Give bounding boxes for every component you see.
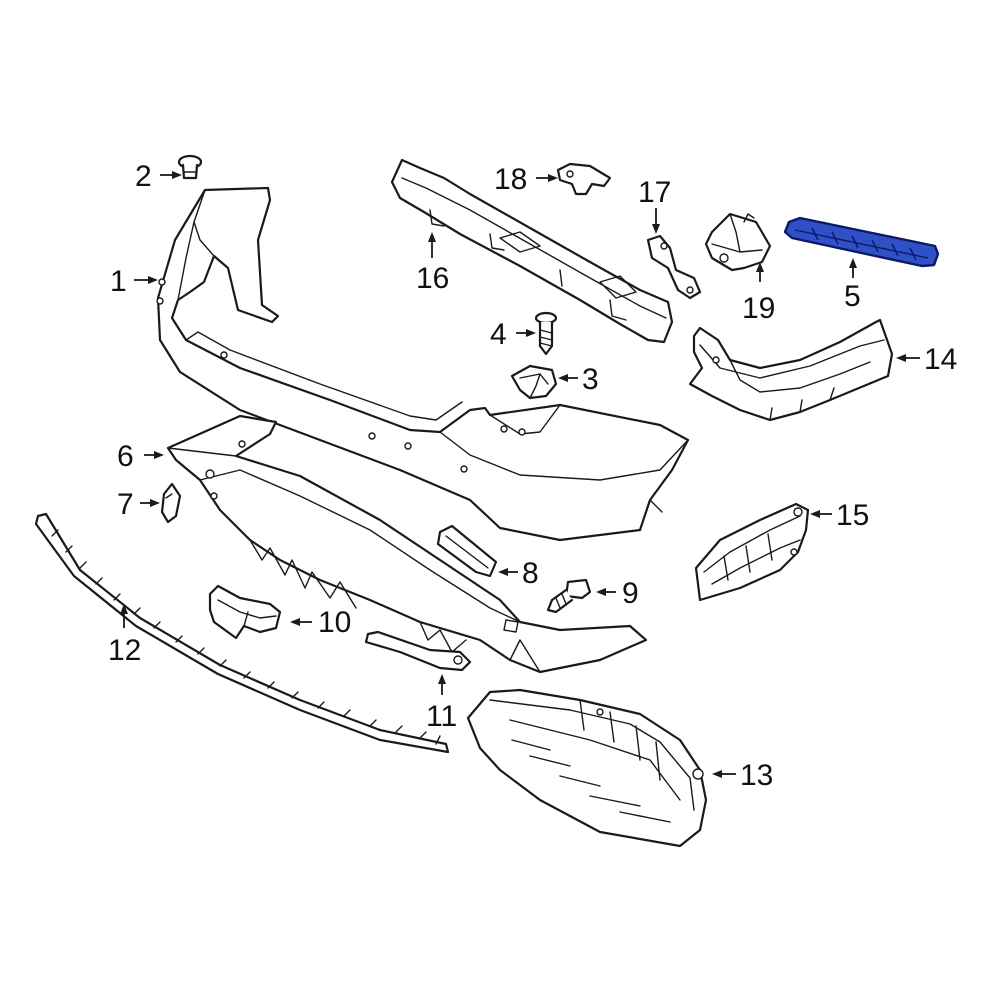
- part-12-molding[interactable]: [34, 512, 450, 754]
- part-7-cap[interactable]: [160, 482, 182, 524]
- part-4-screw[interactable]: [534, 311, 558, 356]
- callout-1: 1: [110, 265, 127, 298]
- callout-17: 17: [638, 176, 671, 209]
- part-16-absorber[interactable]: [390, 158, 674, 344]
- part-5-reflector[interactable]: [783, 216, 940, 268]
- callout-18: 18: [494, 163, 527, 196]
- callout-5: 5: [844, 280, 861, 313]
- callout-12: 12: [108, 634, 141, 667]
- part-6-diffuser[interactable]: [166, 414, 648, 674]
- part-11-trim-strip[interactable]: [364, 630, 472, 672]
- part-1-bumper-cover[interactable]: [156, 186, 690, 542]
- callout-3: 3: [582, 363, 599, 396]
- part-14-side-bracket[interactable]: [688, 318, 894, 422]
- part-19-module[interactable]: [704, 212, 772, 272]
- callout-11: 11: [426, 700, 457, 733]
- leader-lines: [120, 171, 920, 778]
- callout-labels: 1 2 3 4 5 6 7 8 9 10 11 12 13 14 15 16 1…: [108, 160, 957, 792]
- part-3-bracket[interactable]: [510, 364, 558, 400]
- callout-8: 8: [522, 557, 539, 590]
- callout-7: 7: [117, 488, 134, 521]
- callout-9: 9: [622, 577, 639, 610]
- callout-10: 10: [318, 606, 351, 639]
- part-8-insert[interactable]: [436, 524, 498, 578]
- part-10-bracket[interactable]: [208, 584, 282, 640]
- callout-15: 15: [836, 499, 869, 532]
- callout-16: 16: [416, 262, 449, 295]
- callout-14: 14: [924, 343, 957, 376]
- callout-13: 13: [740, 759, 773, 792]
- part-15-side-bracket[interactable]: [694, 502, 810, 602]
- part-17-bracket[interactable]: [646, 234, 702, 300]
- part-13-under-shield[interactable]: [466, 688, 708, 848]
- callout-2: 2: [135, 160, 152, 193]
- part-2-clip[interactable]: [177, 154, 203, 180]
- callout-4: 4: [490, 318, 507, 351]
- callout-6: 6: [117, 440, 134, 473]
- part-18-clip-bracket[interactable]: [556, 162, 612, 196]
- callout-19: 19: [742, 292, 775, 325]
- part-9-bolt[interactable]: [546, 578, 592, 614]
